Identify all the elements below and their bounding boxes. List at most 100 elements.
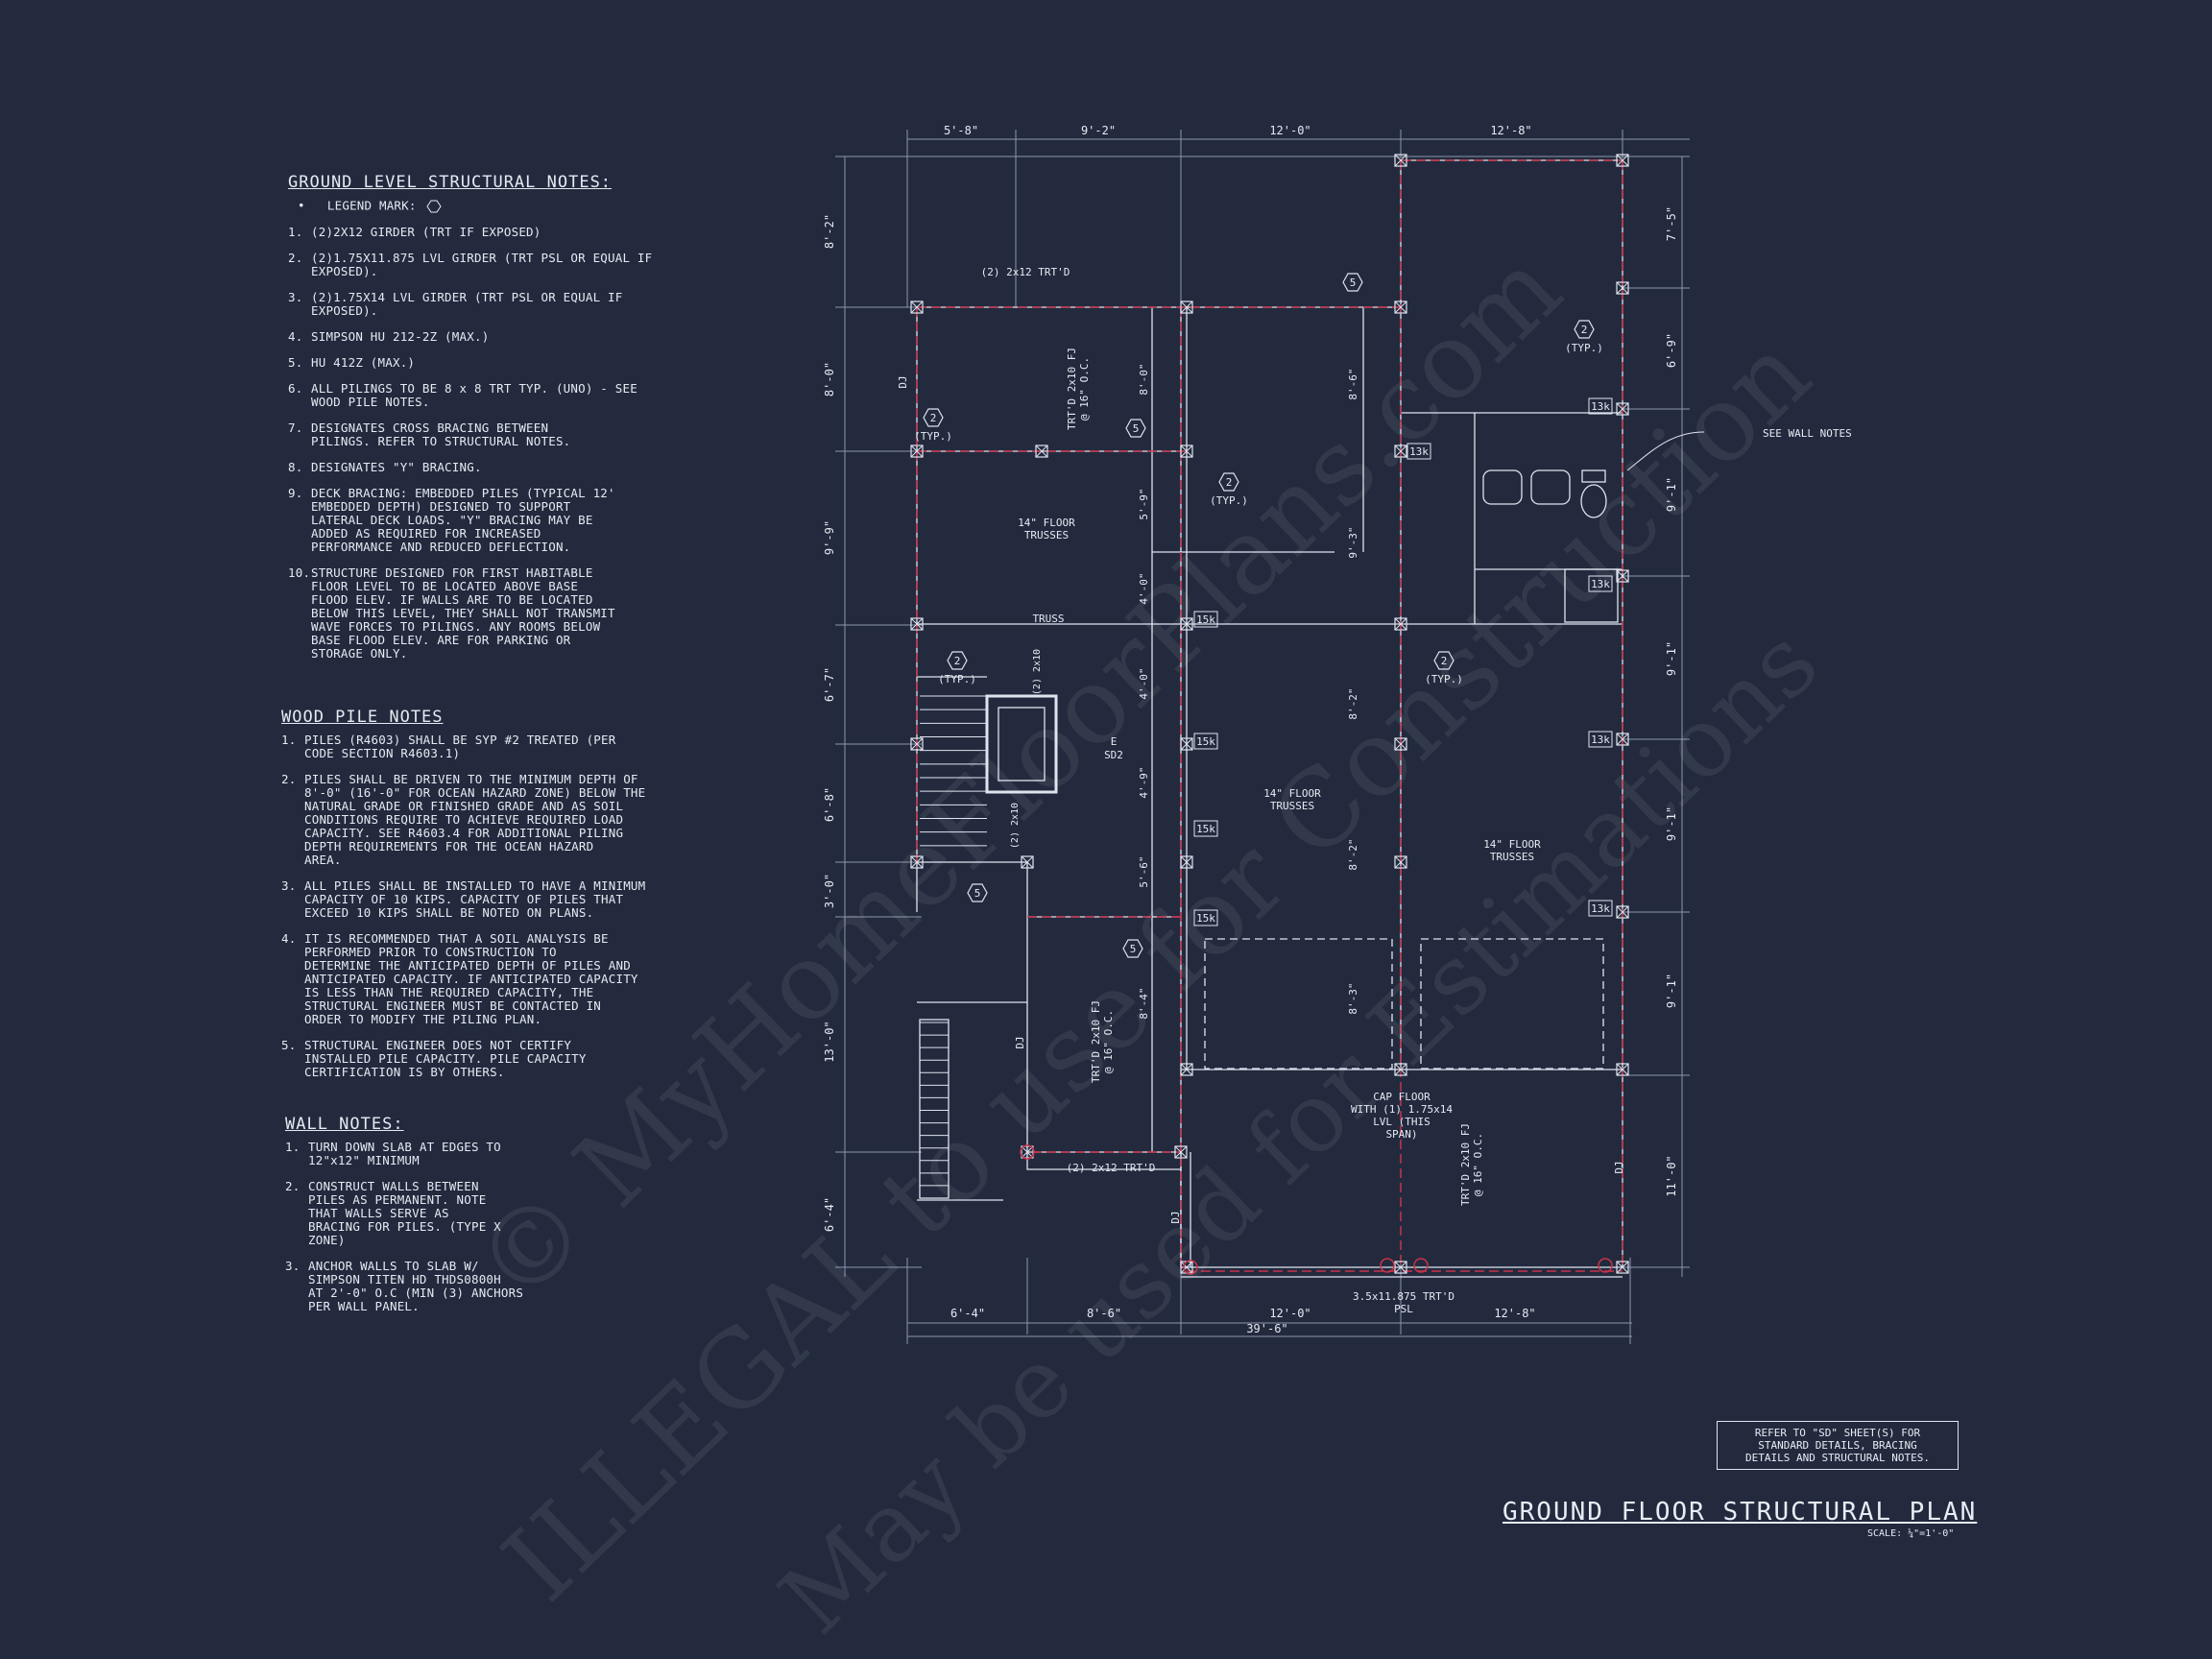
pile-marker: [1180, 1063, 1193, 1076]
pile-marker: [1394, 301, 1407, 314]
pile-cross: [1035, 445, 1048, 458]
ground-level-note-item: 1.(2)2X12 GIRDER (TRT IF EXPOSED): [288, 226, 653, 239]
ground-level-note-item: 5.HU 412Z (MAX.): [288, 356, 653, 370]
detail-sd-label: SD2: [1104, 749, 1123, 761]
dimension-lines: [835, 130, 1690, 1344]
kip-label: 15k: [1196, 823, 1215, 835]
interior-dimension: 5'-6": [1138, 855, 1150, 887]
hex-shape: [1574, 320, 1595, 339]
ground-level-notes-list: 1.(2)2X12 GIRDER (TRT IF EXPOSED)2.(2)1.…: [288, 226, 653, 661]
pile-cross: [1616, 733, 1629, 746]
note-text: HU 412Z (MAX.): [311, 355, 416, 370]
y-bracing-mark: [1183, 1260, 1198, 1275]
pile-marker: [1180, 617, 1193, 631]
pile-square: [1394, 301, 1407, 314]
left-dimension: 8'-0": [823, 362, 836, 397]
kip-tag: 13k: [1588, 731, 1613, 748]
dj-label: DJ: [1169, 1211, 1182, 1223]
kip-box: [1588, 575, 1613, 592]
ground-level-structural-notes: GROUND LEVEL STRUCTURAL NOTES: • LEGEND …: [288, 175, 653, 673]
top-dimension: 5'-8": [944, 124, 978, 137]
pile-cross: [1616, 1063, 1629, 1076]
pile-cross: [1394, 301, 1407, 314]
ground-level-note-item: 6.ALL PILINGS TO BE 8 x 8 TRT TYP. (UNO)…: [288, 382, 653, 409]
wood-pile-note-item: 2.PILES SHALL BE DRIVEN TO THE MINIMUM D…: [281, 773, 651, 867]
typ-label: (TYP.): [914, 430, 952, 443]
floor-joist-label: TRT'D 2x10 FJ@ 16" O.C.: [1090, 1000, 1115, 1083]
top-dimension: 12'-8": [1490, 124, 1531, 137]
note-text: ALL PILES SHALL BE INSTALLED TO HAVE A M…: [304, 878, 646, 920]
pile-square: [1616, 1261, 1629, 1274]
y-bracing-mark: [1413, 1258, 1429, 1273]
right-dimension: 7'-5": [1665, 206, 1678, 241]
girder-label: (2) 2x12 TRT'D: [1067, 1162, 1156, 1174]
note-text: IT IS RECOMMENDED THAT A SOIL ANALYSIS B…: [304, 931, 638, 1026]
left-dimension: 8'-2": [823, 214, 836, 249]
hex-label: 5: [974, 887, 981, 900]
dj-label: DJ: [1613, 1161, 1625, 1173]
pile-square: [1616, 905, 1629, 919]
pile-marker: [910, 301, 924, 314]
pile-markers: [910, 154, 1629, 1275]
note-number: 1.: [281, 733, 297, 747]
note-text: STRUCTURAL ENGINEER DOES NOT CERTIFY INS…: [304, 1038, 587, 1079]
kip-label: 15k: [1196, 912, 1215, 925]
note-text: ALL PILINGS TO BE 8 x 8 TRT TYP. (UNO) -…: [311, 381, 637, 409]
note-number: 5.: [281, 1038, 297, 1052]
note-number: 1.: [288, 225, 303, 239]
pile-marker: [910, 445, 924, 458]
left-dimension: 6'-7": [823, 667, 836, 702]
pile-cross: [1394, 617, 1407, 631]
pile-marker: [910, 737, 924, 751]
interior-dimension: 8'-4": [1138, 987, 1150, 1019]
pile-cross: [1180, 1261, 1193, 1274]
pile-square: [1021, 855, 1034, 869]
typ-label: (TYP.): [1425, 673, 1463, 685]
pile-cross: [1394, 855, 1407, 869]
y-bracing-mark: [1598, 1258, 1613, 1273]
walls: [916, 159, 1623, 1278]
left-dimension: 9'-9": [823, 520, 836, 555]
pile-square: [910, 855, 924, 869]
girder-lines: [916, 159, 1623, 1272]
wood-pile-note-item: 3.ALL PILES SHALL BE INSTALLED TO HAVE A…: [281, 879, 651, 920]
kip-box: [1588, 731, 1613, 748]
pile-square: [1394, 154, 1407, 167]
hex-label: 5: [1130, 943, 1137, 955]
y-bracing-mark: [1020, 1144, 1035, 1160]
detail-e-label: E: [1111, 735, 1118, 748]
kip-box: [1588, 900, 1613, 917]
interior-dimension: 8'-0": [1138, 363, 1150, 395]
pile-square: [1394, 1261, 1407, 1274]
interior-dimension: 4'-0": [1138, 667, 1150, 699]
left-dimension: 3'-0": [823, 874, 836, 908]
pile-cross: [1394, 1063, 1407, 1076]
stair-girder-label: (2) 2x10: [1032, 649, 1043, 695]
wood-pile-notes-heading: WOOD PILE NOTES: [281, 708, 444, 727]
kip-tag: 15k: [1193, 820, 1218, 837]
wall-note-item: 1.TURN DOWN SLAB AT EDGES TO 12"x12" MIN…: [285, 1141, 535, 1167]
pile-marker: [1616, 1063, 1629, 1076]
hex-shape: [1218, 472, 1239, 492]
kip-label: 15k: [1196, 613, 1215, 626]
pile-cross: [1616, 281, 1629, 295]
interior-dimension: 8'-2": [1347, 838, 1359, 870]
interior-dimension: 8'-6": [1347, 368, 1359, 399]
pile-square: [1180, 1063, 1193, 1076]
left-dimension: 13'-0": [823, 1021, 836, 1062]
wall-notes-leader: [1626, 431, 1705, 471]
right-dimension: 11'-0": [1665, 1155, 1678, 1196]
hex-label: 2: [1441, 655, 1448, 667]
hex-shape: [1125, 419, 1146, 438]
pile-marker: [1174, 1145, 1188, 1159]
kip-box: [1193, 733, 1218, 750]
bottom-dimension: 12'-8": [1494, 1307, 1535, 1320]
kip-label: 13k: [1591, 733, 1610, 746]
girder-label: (2) 2x12 TRT'D: [981, 266, 1070, 278]
kip-tag: 13k: [1588, 397, 1613, 415]
wood-pile-note-item: 5. STRUCTURAL ENGINEER DOES NOT CERTIFY I…: [281, 1039, 651, 1079]
pile-cross: [1180, 855, 1193, 869]
